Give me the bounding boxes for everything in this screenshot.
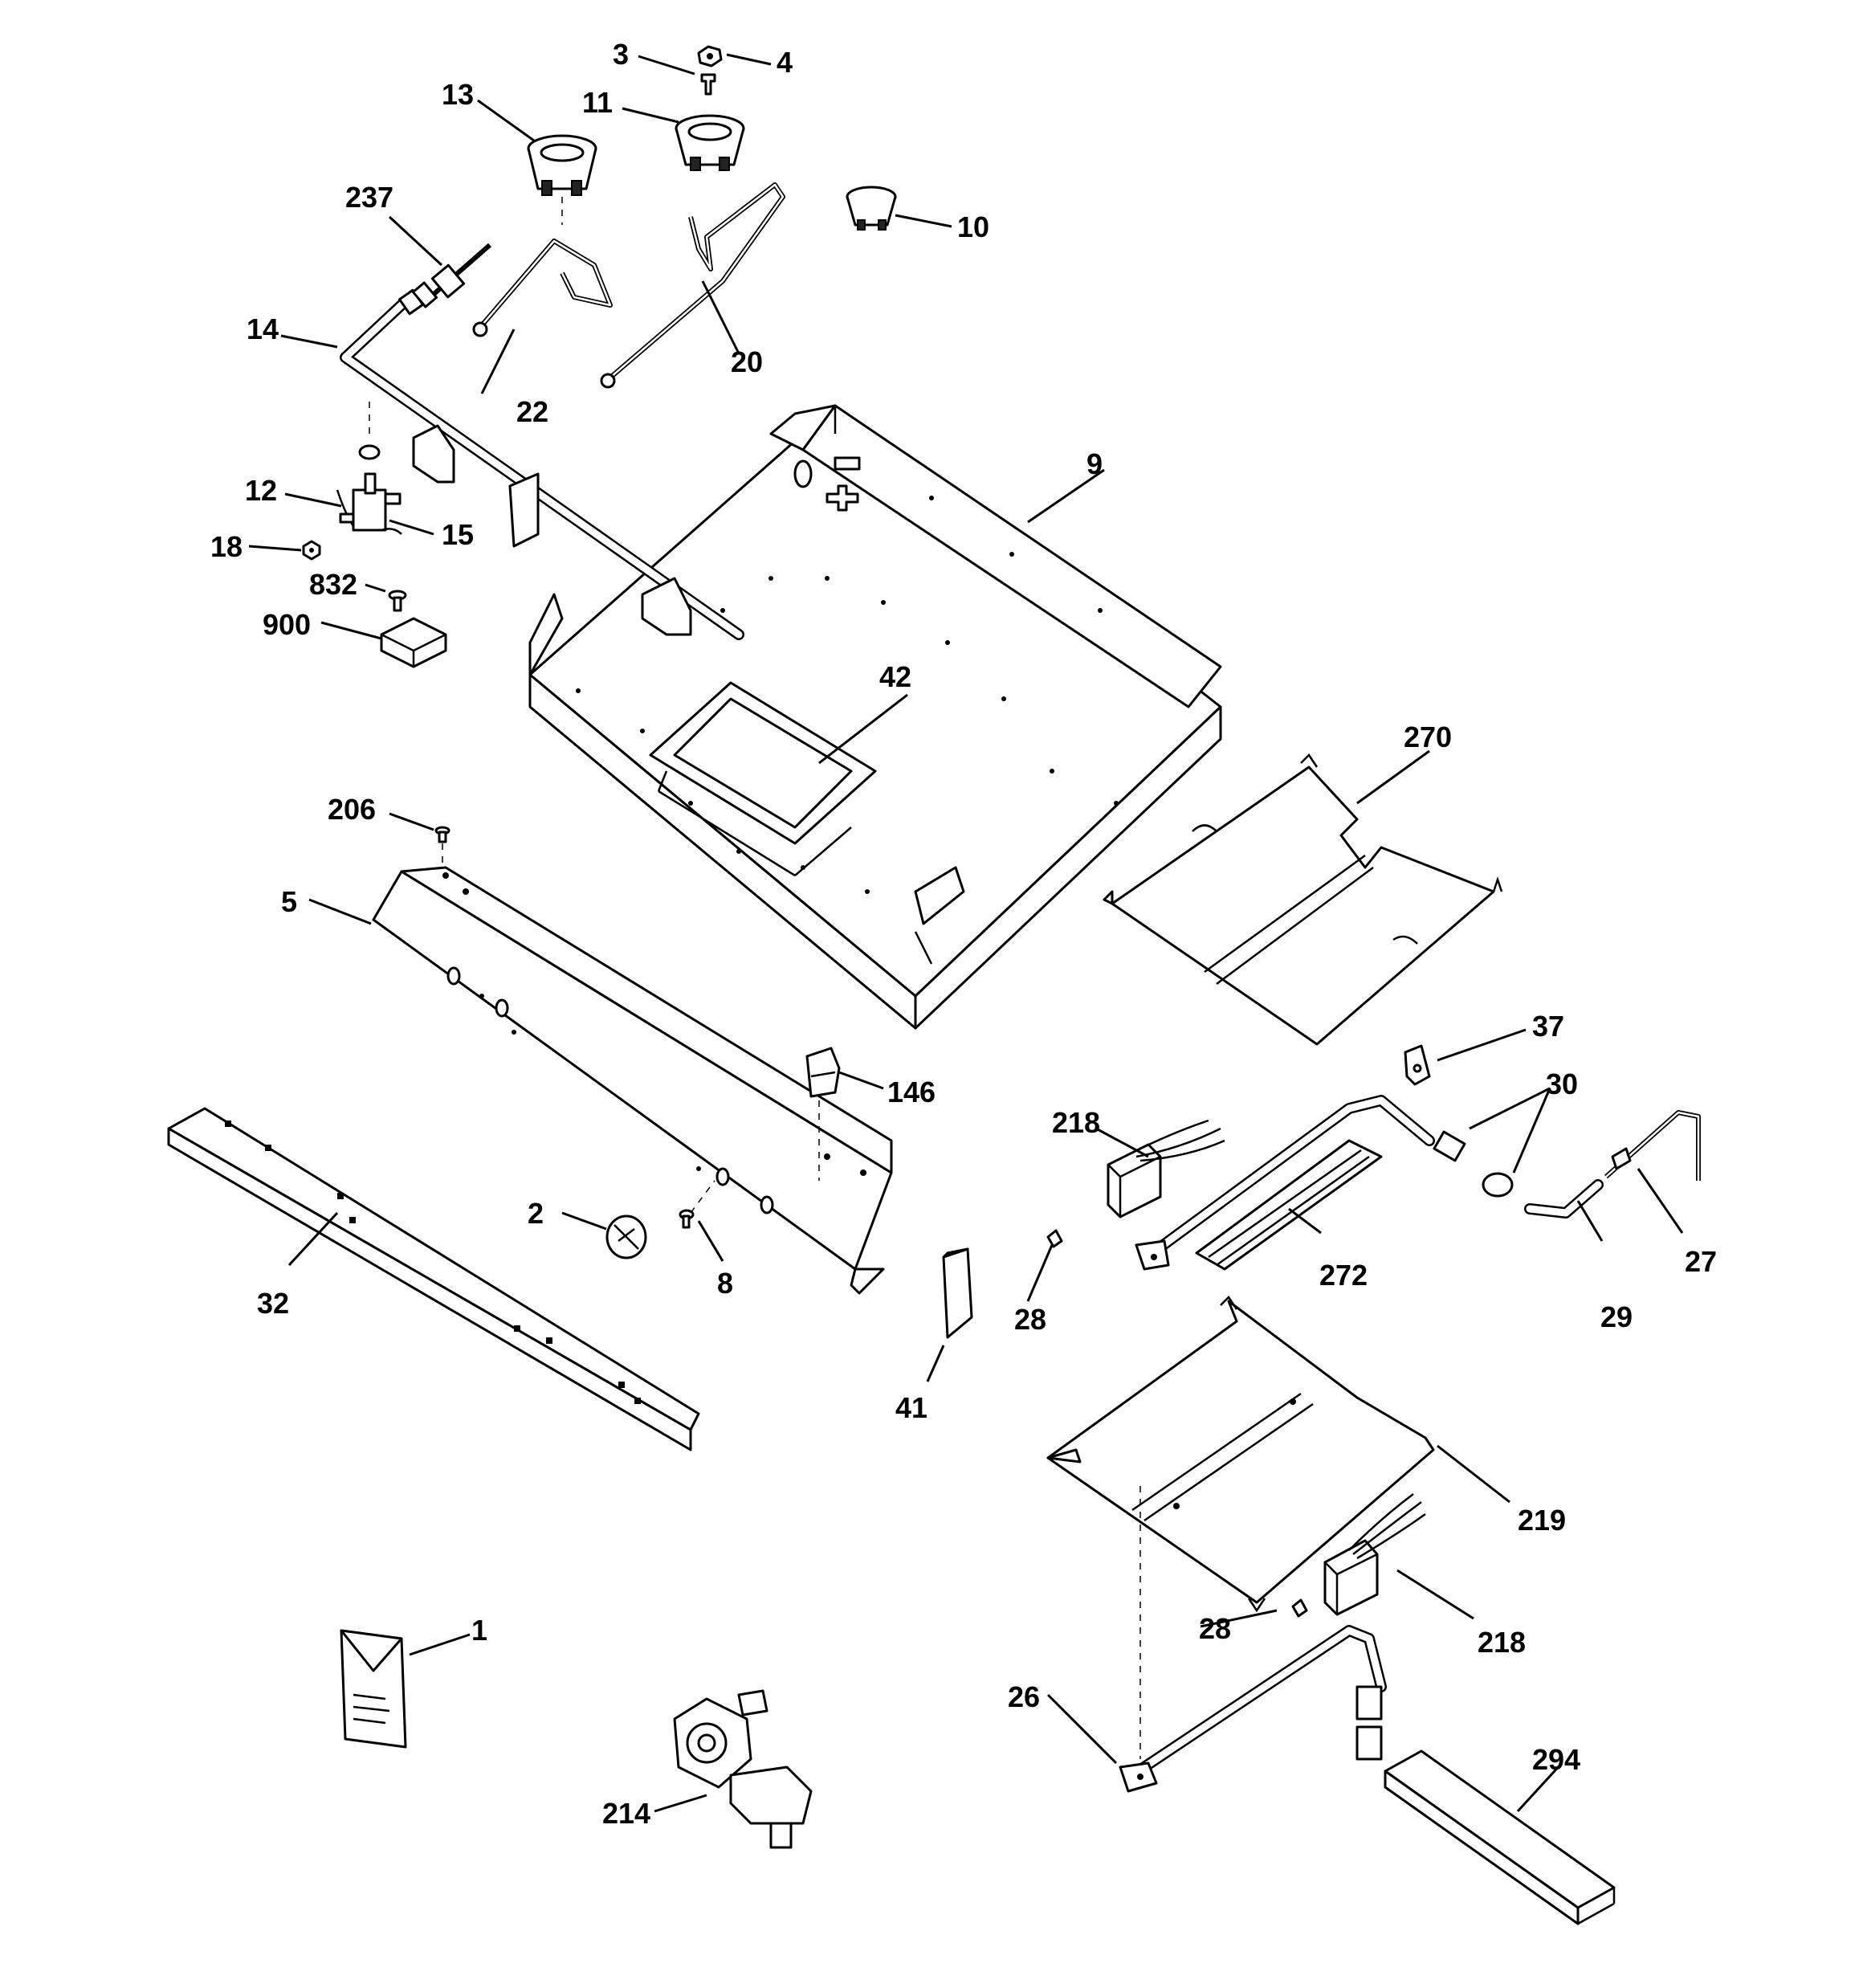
label-4: 4 — [777, 46, 793, 79]
nut-4 — [697, 45, 723, 67]
label-13: 13 — [442, 78, 474, 111]
label-3: 3 — [613, 38, 629, 71]
label-219: 219 — [1518, 1504, 1566, 1537]
burner-head-13 — [527, 134, 597, 225]
gas-line-27 — [1604, 1110, 1701, 1181]
label-2: 2 — [528, 1197, 544, 1230]
label-37: 37 — [1532, 1010, 1564, 1043]
label-5: 5 — [281, 885, 297, 918]
gas-manifold — [340, 288, 744, 640]
label-218-top: 218 — [1052, 1106, 1100, 1139]
ignitor-218-top — [1107, 1119, 1225, 1219]
screw-832 — [388, 590, 407, 612]
label-900: 900 — [263, 608, 311, 641]
part-number-labels: 3 4 13 11 10 237 14 20 22 9 12 15 18 832… — [210, 38, 1717, 1830]
air-shutter-30 — [1433, 1130, 1514, 1198]
screw-3 — [700, 73, 716, 96]
label-206: 206 — [328, 793, 376, 826]
screw-206 — [434, 826, 450, 867]
label-30: 30 — [1546, 1067, 1578, 1100]
bake-burner-tube — [1135, 1095, 1435, 1271]
manifold-bracket — [412, 424, 692, 636]
ignitor-218-bottom — [1323, 1493, 1426, 1616]
label-20: 20 — [731, 345, 763, 378]
clip-28-top — [1046, 1229, 1063, 1248]
label-146: 146 — [887, 1076, 936, 1108]
control-panel — [372, 866, 893, 1295]
burner-head-10 — [846, 186, 897, 231]
clip-146 — [805, 1047, 841, 1181]
label-8: 8 — [717, 1267, 733, 1300]
label-32: 32 — [257, 1287, 289, 1320]
knob-2 — [605, 1214, 647, 1259]
burner-box — [528, 404, 1222, 1030]
bracket-900 — [380, 617, 447, 668]
label-218-bottom: 218 — [1478, 1626, 1526, 1659]
label-18: 18 — [210, 530, 243, 563]
elbow-29 — [1524, 1179, 1604, 1219]
leader-lines — [248, 53, 1684, 1813]
thermostat-valve — [673, 1689, 813, 1849]
label-14: 14 — [247, 312, 279, 345]
valve-assembly — [302, 402, 402, 561]
label-214: 214 — [602, 1797, 650, 1830]
label-42: 42 — [879, 660, 911, 693]
literature-envelope — [340, 1629, 407, 1749]
trim-strip — [167, 1107, 700, 1451]
clip-28-bottom — [1291, 1598, 1308, 1618]
label-28-bottom: 28 — [1199, 1612, 1231, 1645]
bracket-37 — [1404, 1044, 1431, 1086]
label-270: 270 — [1404, 720, 1452, 753]
burner-head-11 — [675, 114, 745, 171]
baffle-270 — [1103, 753, 1503, 1046]
label-12: 12 — [245, 474, 277, 507]
oven-vent — [649, 681, 877, 877]
burner-tube-22 — [472, 239, 613, 337]
label-832: 832 — [309, 568, 357, 601]
baffle-219 — [1046, 1296, 1435, 1759]
label-11: 11 — [582, 86, 613, 119]
label-26: 26 — [1008, 1680, 1040, 1713]
label-1: 1 — [471, 1614, 487, 1647]
label-9: 9 — [1086, 447, 1103, 480]
label-15: 15 — [442, 518, 474, 551]
label-294: 294 — [1532, 1743, 1580, 1776]
bracket-41 — [942, 1247, 973, 1339]
label-27: 27 — [1685, 1245, 1717, 1278]
label-28-top: 28 — [1014, 1303, 1046, 1336]
label-237: 237 — [345, 181, 393, 214]
label-272: 272 — [1319, 1259, 1368, 1292]
label-10: 10 — [957, 210, 989, 243]
label-41: 41 — [895, 1391, 927, 1424]
shield-294 — [1384, 1749, 1616, 1925]
union-fitting — [411, 243, 491, 308]
broil-burner-26 — [1119, 1625, 1387, 1793]
burner-tube-20 — [600, 182, 785, 389]
screw-8 — [679, 1180, 715, 1229]
label-29: 29 — [1600, 1300, 1633, 1333]
label-22: 22 — [516, 395, 548, 428]
